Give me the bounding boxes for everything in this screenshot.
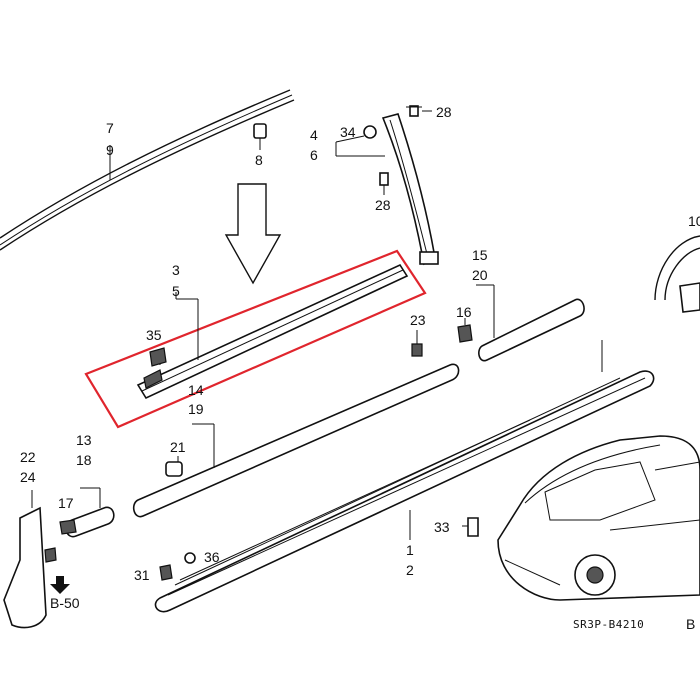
clip-21	[165, 456, 183, 477]
label-4: 4	[310, 127, 318, 143]
label-3: 3	[172, 262, 180, 278]
screw-28-top	[406, 105, 432, 117]
label-28-lower: 28	[375, 197, 391, 213]
side-sill-garnish	[154, 340, 655, 613]
ref-b50: B-50	[50, 595, 80, 611]
arrow-down-icon	[224, 183, 282, 285]
label-15: 15	[472, 247, 488, 263]
label-21: 21	[170, 439, 186, 455]
label-6: 6	[310, 147, 318, 163]
label-9: 9	[106, 142, 114, 158]
door-molding-front	[132, 363, 460, 518]
belt-molding	[136, 263, 409, 400]
label-17: 17	[58, 495, 74, 511]
clip-23	[411, 330, 423, 357]
pillar-molding	[335, 113, 439, 266]
label-10: 10	[688, 213, 700, 229]
label-13: 13	[76, 432, 92, 448]
clip-8	[253, 123, 267, 150]
roof-molding	[0, 89, 295, 251]
arrow-b50-icon	[50, 576, 70, 594]
label-33: 33	[434, 519, 450, 535]
clip-31	[159, 564, 173, 581]
door-molding-rear	[476, 284, 585, 362]
label-18: 18	[76, 452, 92, 468]
label-7: 7	[106, 120, 114, 136]
label-16: 16	[456, 304, 472, 320]
clip-35	[149, 347, 167, 367]
label-36: 36	[204, 549, 220, 565]
screw-28-lower	[379, 172, 389, 195]
highlight-box	[84, 249, 427, 429]
clip-34	[363, 125, 377, 139]
label-24: 24	[20, 469, 36, 485]
label-2: 2	[406, 562, 414, 578]
fender-liner	[654, 235, 700, 313]
label-19: 19	[188, 401, 204, 417]
clip-17	[59, 519, 77, 535]
label-20: 20	[472, 267, 488, 283]
label-34: 34	[340, 124, 356, 140]
screw-36	[184, 552, 196, 564]
label-8: 8	[255, 152, 263, 168]
car-illustration	[497, 435, 700, 601]
label-31: 31	[134, 567, 150, 583]
label-1: 1	[406, 542, 414, 558]
label-5: 5	[172, 283, 180, 299]
label-23: 23	[410, 312, 426, 328]
clip-16	[457, 318, 473, 343]
mud-guard	[3, 490, 57, 629]
screw-33	[462, 517, 479, 537]
ref-suffix: B	[686, 616, 695, 632]
label-14: 14	[188, 382, 204, 398]
ref-code: SR3P-B4210	[573, 618, 644, 631]
label-28-top: 28	[436, 104, 452, 120]
label-22: 22	[20, 449, 36, 465]
label-35: 35	[146, 327, 162, 343]
